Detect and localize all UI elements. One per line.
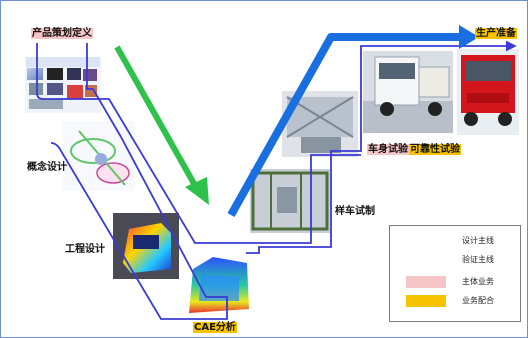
label-engineering-design: 工程设计 [65,244,105,255]
main-process-arrow [227,25,479,217]
product-definition-screens-image [25,57,101,113]
truck-white-image [363,51,453,133]
label-sample-trial: 样车试制 [335,206,375,217]
concept-design-sketch-image [63,121,135,191]
legend-box: 设计主线 验证主线 主体业务 业务配合 [389,225,521,322]
label-concept-design: 概念设计 [27,162,67,173]
truck-red-image [457,49,519,135]
legend-design-label: 设计主线 [462,236,494,245]
cae-cab-mesh-image [181,253,253,319]
label-production-prep: 生产准备 [475,28,517,39]
sample-trial-fixture-image [250,169,330,233]
design-mainline-arrow [114,45,209,205]
legend-main-business-label: 主体业务 [462,277,494,286]
label-cae-analysis: CAE分析 [193,322,237,333]
legend-verify-label: 验证主线 [462,255,494,264]
engineering-cab-model-image [113,213,179,279]
legend-support-business-label: 业务配合 [462,296,494,305]
verify-mainline-path [36,40,517,320]
label-product-definition: 产品策划定义 [31,28,93,39]
label-body-and-reliability-test: 车身试验可靠性试验 [367,144,461,155]
legend-main-business-swatch [406,276,446,288]
legend-support-business-swatch [406,295,446,307]
